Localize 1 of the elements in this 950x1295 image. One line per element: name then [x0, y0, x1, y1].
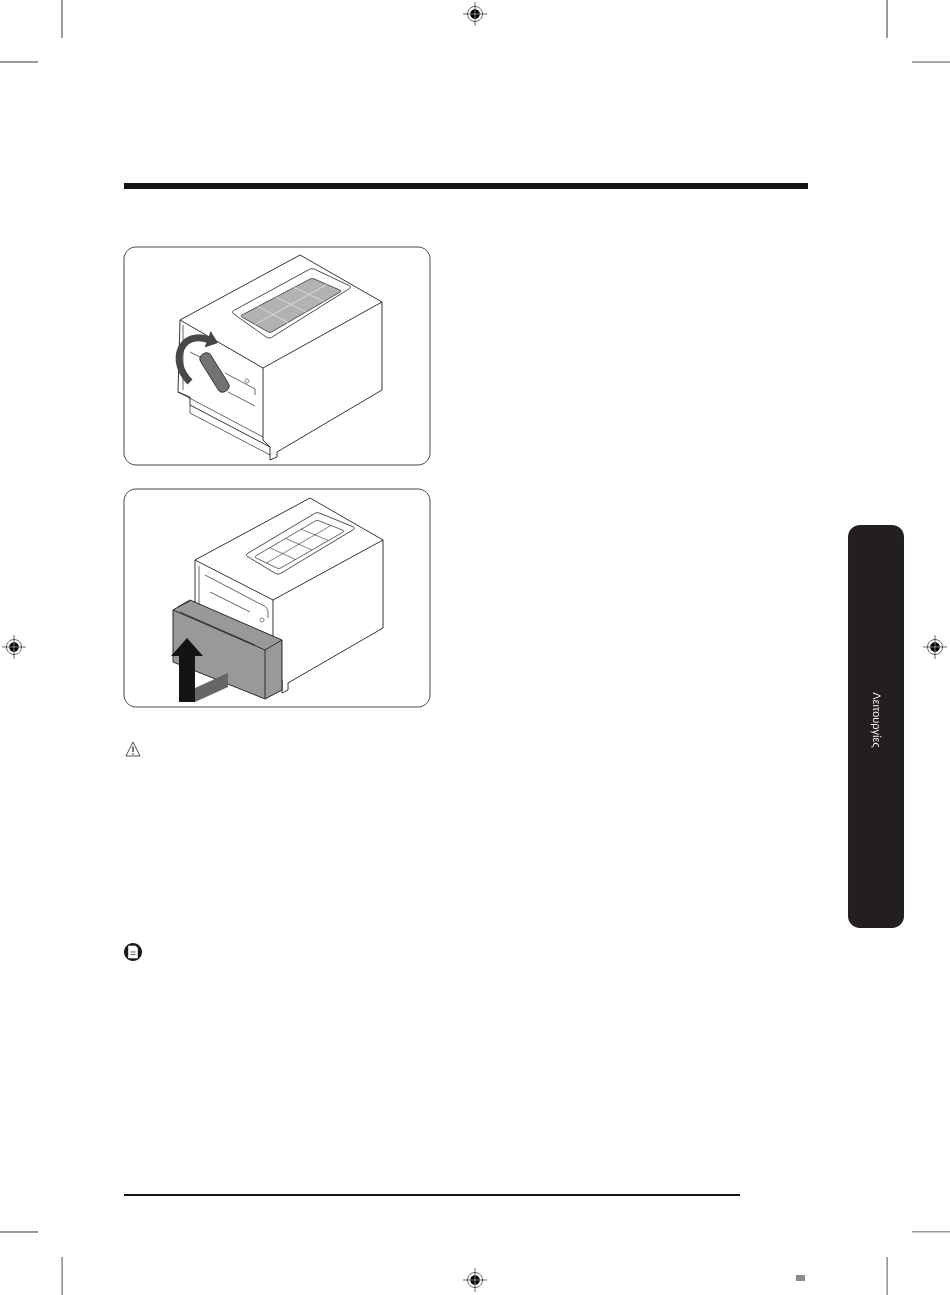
side-tab: Λειτουργίες: [848, 525, 904, 928]
